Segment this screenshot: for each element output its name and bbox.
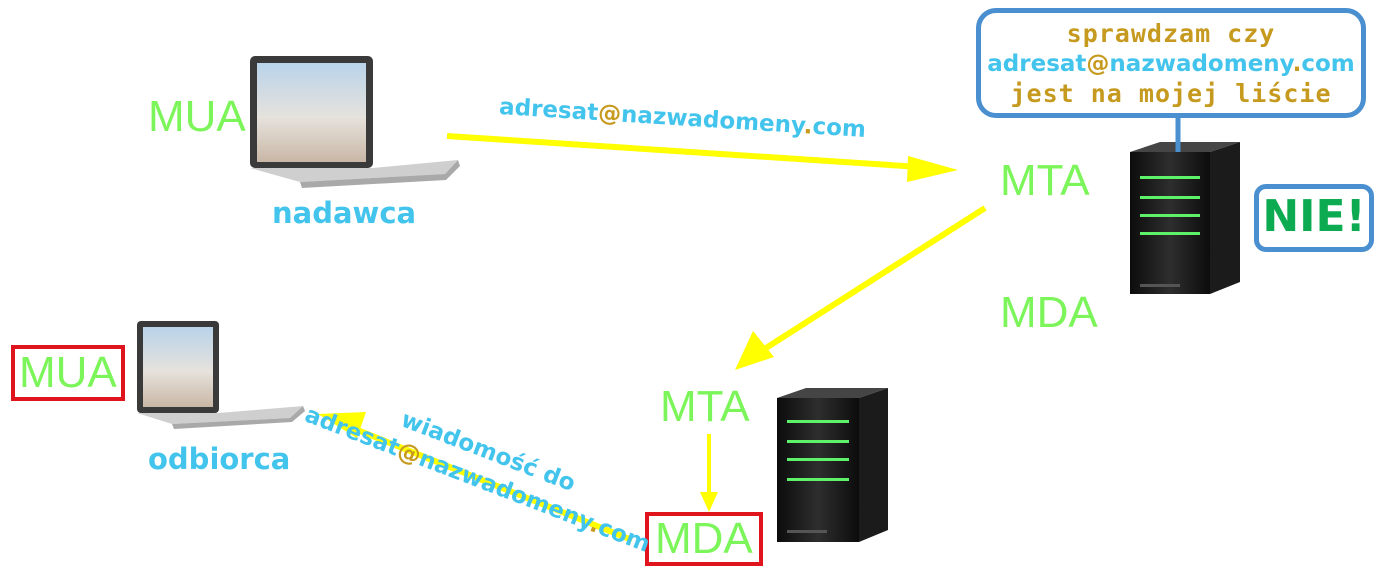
- top-mta-label: MTA: [1000, 156, 1090, 205]
- email-at: @: [597, 100, 622, 128]
- recipient-label: odbiorca: [148, 442, 291, 476]
- answer-badge: NIE!: [1254, 184, 1374, 252]
- email-user: adresat: [987, 51, 1087, 77]
- laptop-icon: [250, 56, 460, 188]
- sender-label: nadawca: [272, 196, 417, 230]
- email-tld: com: [811, 113, 867, 144]
- arrow-mta-to-mta: [735, 205, 987, 370]
- server-icon: [1130, 142, 1240, 294]
- arrow-mda-to-recipient: [318, 412, 634, 543]
- bubble-line-2: adresat@nazwadomeny.com: [981, 49, 1361, 79]
- bottom-mda-label: MDA: [645, 512, 763, 566]
- bottom-mta-label: MTA: [660, 382, 750, 431]
- server-icon: [777, 388, 888, 542]
- speech-bubble: sprawdzam czy adresat@nazwadomeny.com je…: [976, 8, 1366, 118]
- bubble-line-3: jest na mojej liście: [1010, 79, 1332, 108]
- laptop-icon: [137, 321, 305, 429]
- arrow-sender-to-mta: [446, 133, 958, 182]
- arrow-mta-to-mda: [700, 434, 718, 512]
- email-tld: com: [1301, 51, 1355, 77]
- recipient-mua-label: MUA: [11, 345, 125, 401]
- top-mda-label: MDA: [1000, 288, 1098, 337]
- email-at: @: [1086, 51, 1110, 77]
- sender-mua-label: MUA: [148, 92, 246, 141]
- bubble-line-1: sprawdzam czy: [1066, 19, 1276, 48]
- email-domain: nazwadomeny: [1109, 51, 1293, 77]
- email-dot: .: [1292, 51, 1302, 77]
